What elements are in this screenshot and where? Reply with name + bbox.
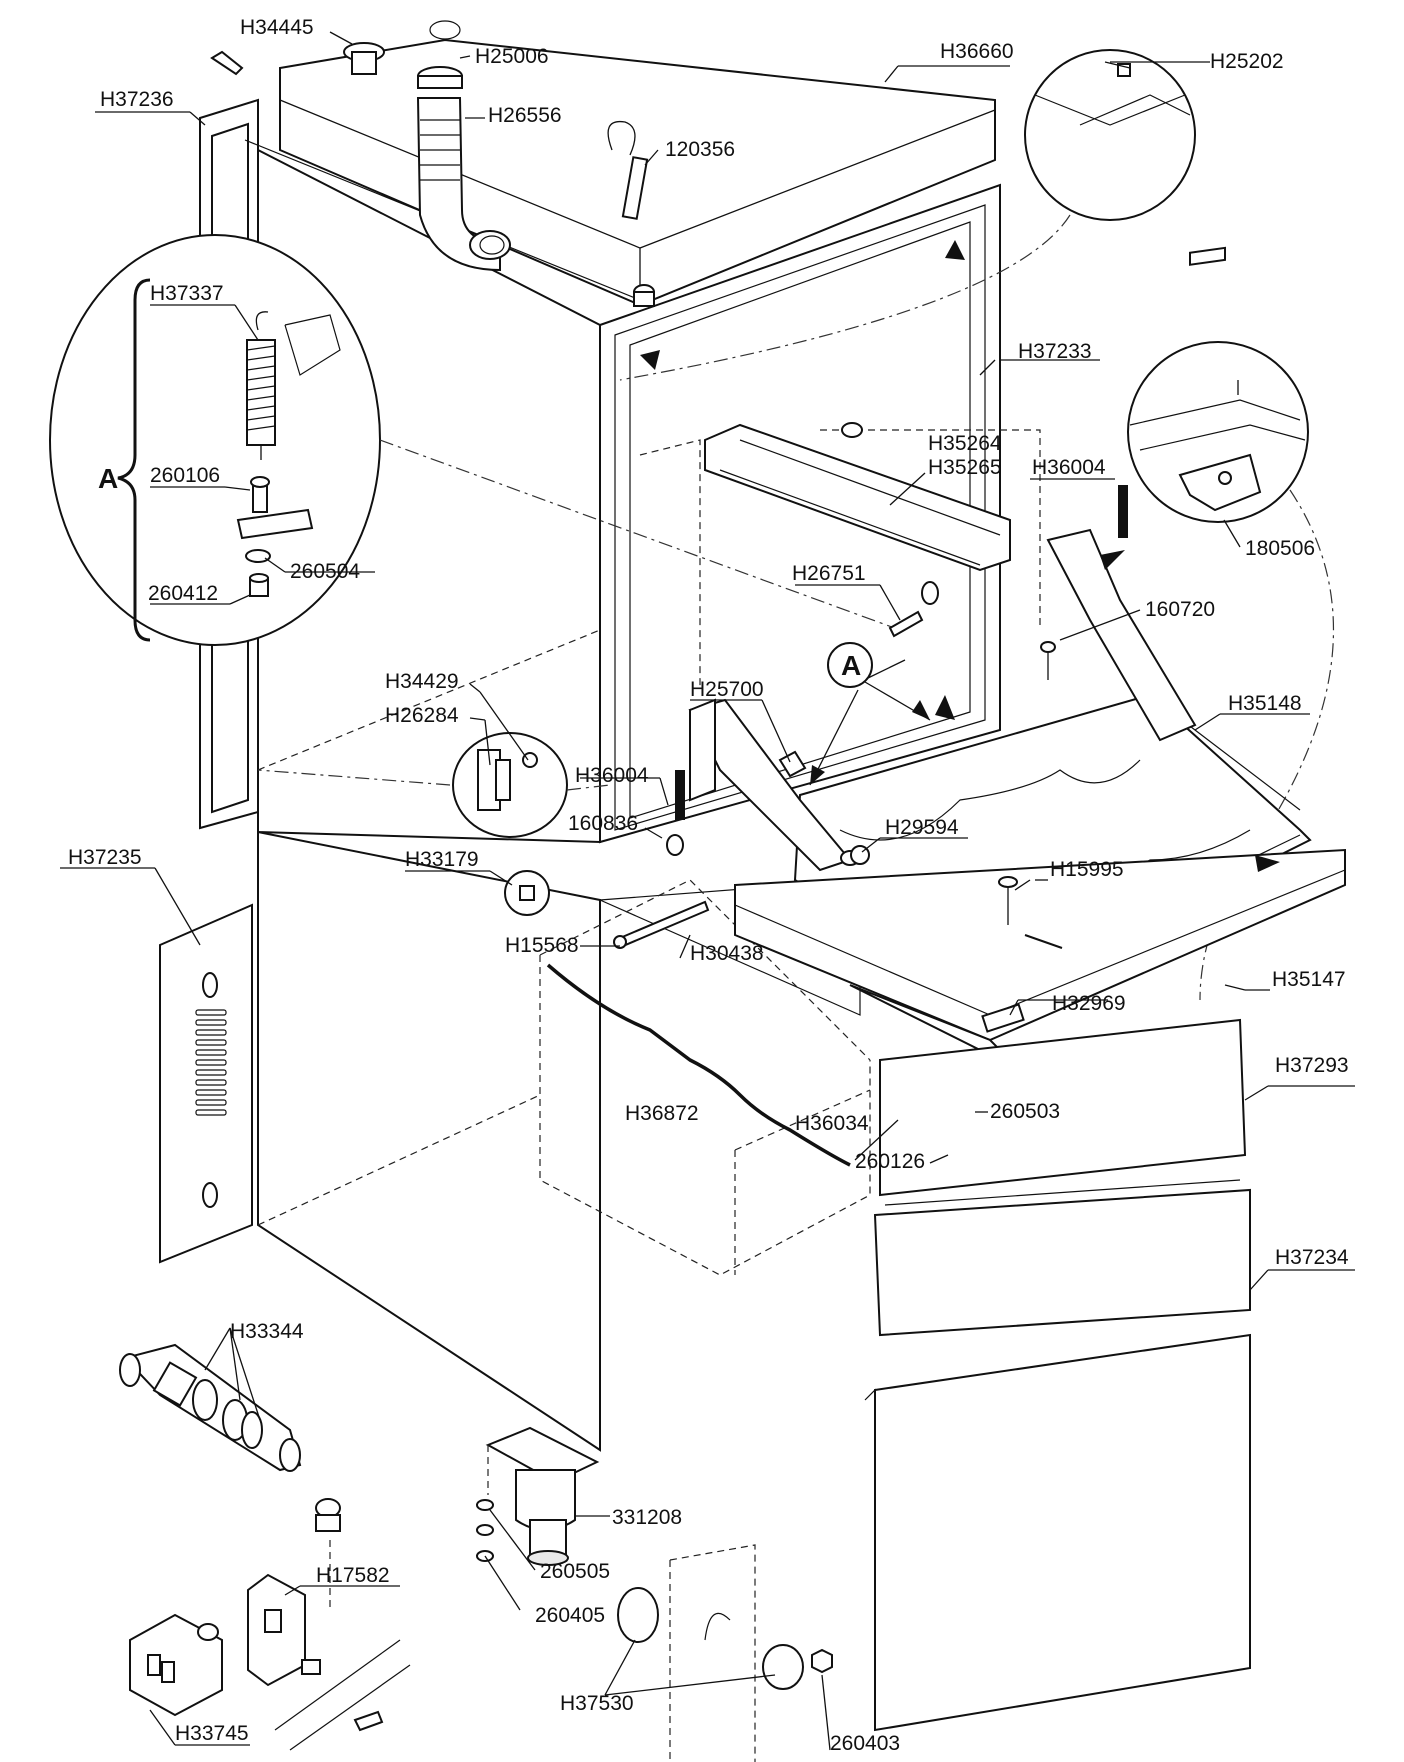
label-H37236: H37236 <box>100 88 174 111</box>
label-H37530: H37530 <box>560 1692 634 1715</box>
label-H26556: H26556 <box>488 104 562 127</box>
label-H25700: H25700 <box>690 678 764 701</box>
label-H35148: H35148 <box>1228 692 1302 715</box>
hook-bracket <box>607 120 655 307</box>
label-H36660: H36660 <box>940 40 1014 63</box>
label-H29594: H29594 <box>885 816 959 839</box>
label-H37293: H37293 <box>1275 1054 1349 1077</box>
label-H37337: H37337 <box>150 282 224 305</box>
rail-bracket <box>704 422 1011 638</box>
slide-shelf <box>640 240 1346 1071</box>
label-H37235: H37235 <box>68 846 142 869</box>
label-260405: 260405 <box>535 1604 605 1627</box>
label-H17582: H17582 <box>316 1564 390 1587</box>
label-160720: 160720 <box>1145 598 1215 621</box>
detail-circle-hinge <box>619 49 1196 381</box>
label-H36004-top: H36004 <box>1032 456 1106 479</box>
label-H32969: H32969 <box>1052 992 1126 1015</box>
callout-a <box>809 642 931 786</box>
part-labels: H34445 H25006 H36660 H25202 H37236 H2655… <box>68 16 1349 1755</box>
adjustable-leg <box>476 1426 600 1566</box>
brace-h36872 <box>546 963 851 1167</box>
label-A-detail: A <box>98 463 118 494</box>
label-260403: 260403 <box>830 1732 900 1755</box>
front-kick-panel <box>873 1018 1251 1337</box>
label-H37234: H37234 <box>1275 1246 1349 1269</box>
label-260503: 260503 <box>990 1100 1060 1123</box>
label-H25202: H25202 <box>1210 50 1284 73</box>
label-H30438: H30438 <box>690 942 764 965</box>
label-160836: 160836 <box>568 812 638 835</box>
label-H36034: H36034 <box>795 1112 869 1135</box>
label-H33344: H33344 <box>230 1320 304 1343</box>
label-H35265: H35265 <box>928 456 1002 479</box>
label-260412: 260412 <box>148 582 218 605</box>
shelf-small-parts <box>257 732 1063 949</box>
label-H37233: H37233 <box>1018 340 1092 363</box>
drain-hose-assembly <box>210 20 511 272</box>
front-door-panel <box>864 1333 1251 1732</box>
side-panel-vented <box>159 903 253 1264</box>
label-H36004-mid: H36004 <box>575 764 649 787</box>
label-260505: 260505 <box>540 1560 610 1583</box>
label-H15995: H15995 <box>1050 858 1124 881</box>
label-H34429: H34429 <box>385 670 459 693</box>
label-H15568: H15568 <box>505 934 579 957</box>
label-H33179: H33179 <box>405 848 479 871</box>
label-H33745: H33745 <box>175 1722 249 1745</box>
label-260106: 260106 <box>150 464 220 487</box>
label-H35147: H35147 <box>1272 968 1346 991</box>
label-260504: 260504 <box>290 560 360 583</box>
callout-a-letter: A <box>841 650 861 681</box>
leader-lines <box>60 31 1355 1751</box>
label-120356: 120356 <box>665 138 735 161</box>
label-H36872: H36872 <box>625 1102 699 1125</box>
switch-assembly <box>129 1498 411 1751</box>
cover-caps <box>617 1544 833 1762</box>
label-H26284: H26284 <box>385 704 459 727</box>
label-H26751: H26751 <box>792 562 866 585</box>
detail-circle-a <box>49 234 901 646</box>
label-331208: 331208 <box>612 1506 682 1529</box>
label-260126: 260126 <box>855 1150 925 1173</box>
valve-assembly <box>119 1343 302 1472</box>
label-H25006: H25006 <box>475 45 549 68</box>
label-180506: 180506 <box>1245 537 1315 560</box>
label-H34445: H34445 <box>240 16 314 39</box>
cabinet-body <box>199 98 1041 1452</box>
label-H35264: H35264 <box>928 432 1002 455</box>
